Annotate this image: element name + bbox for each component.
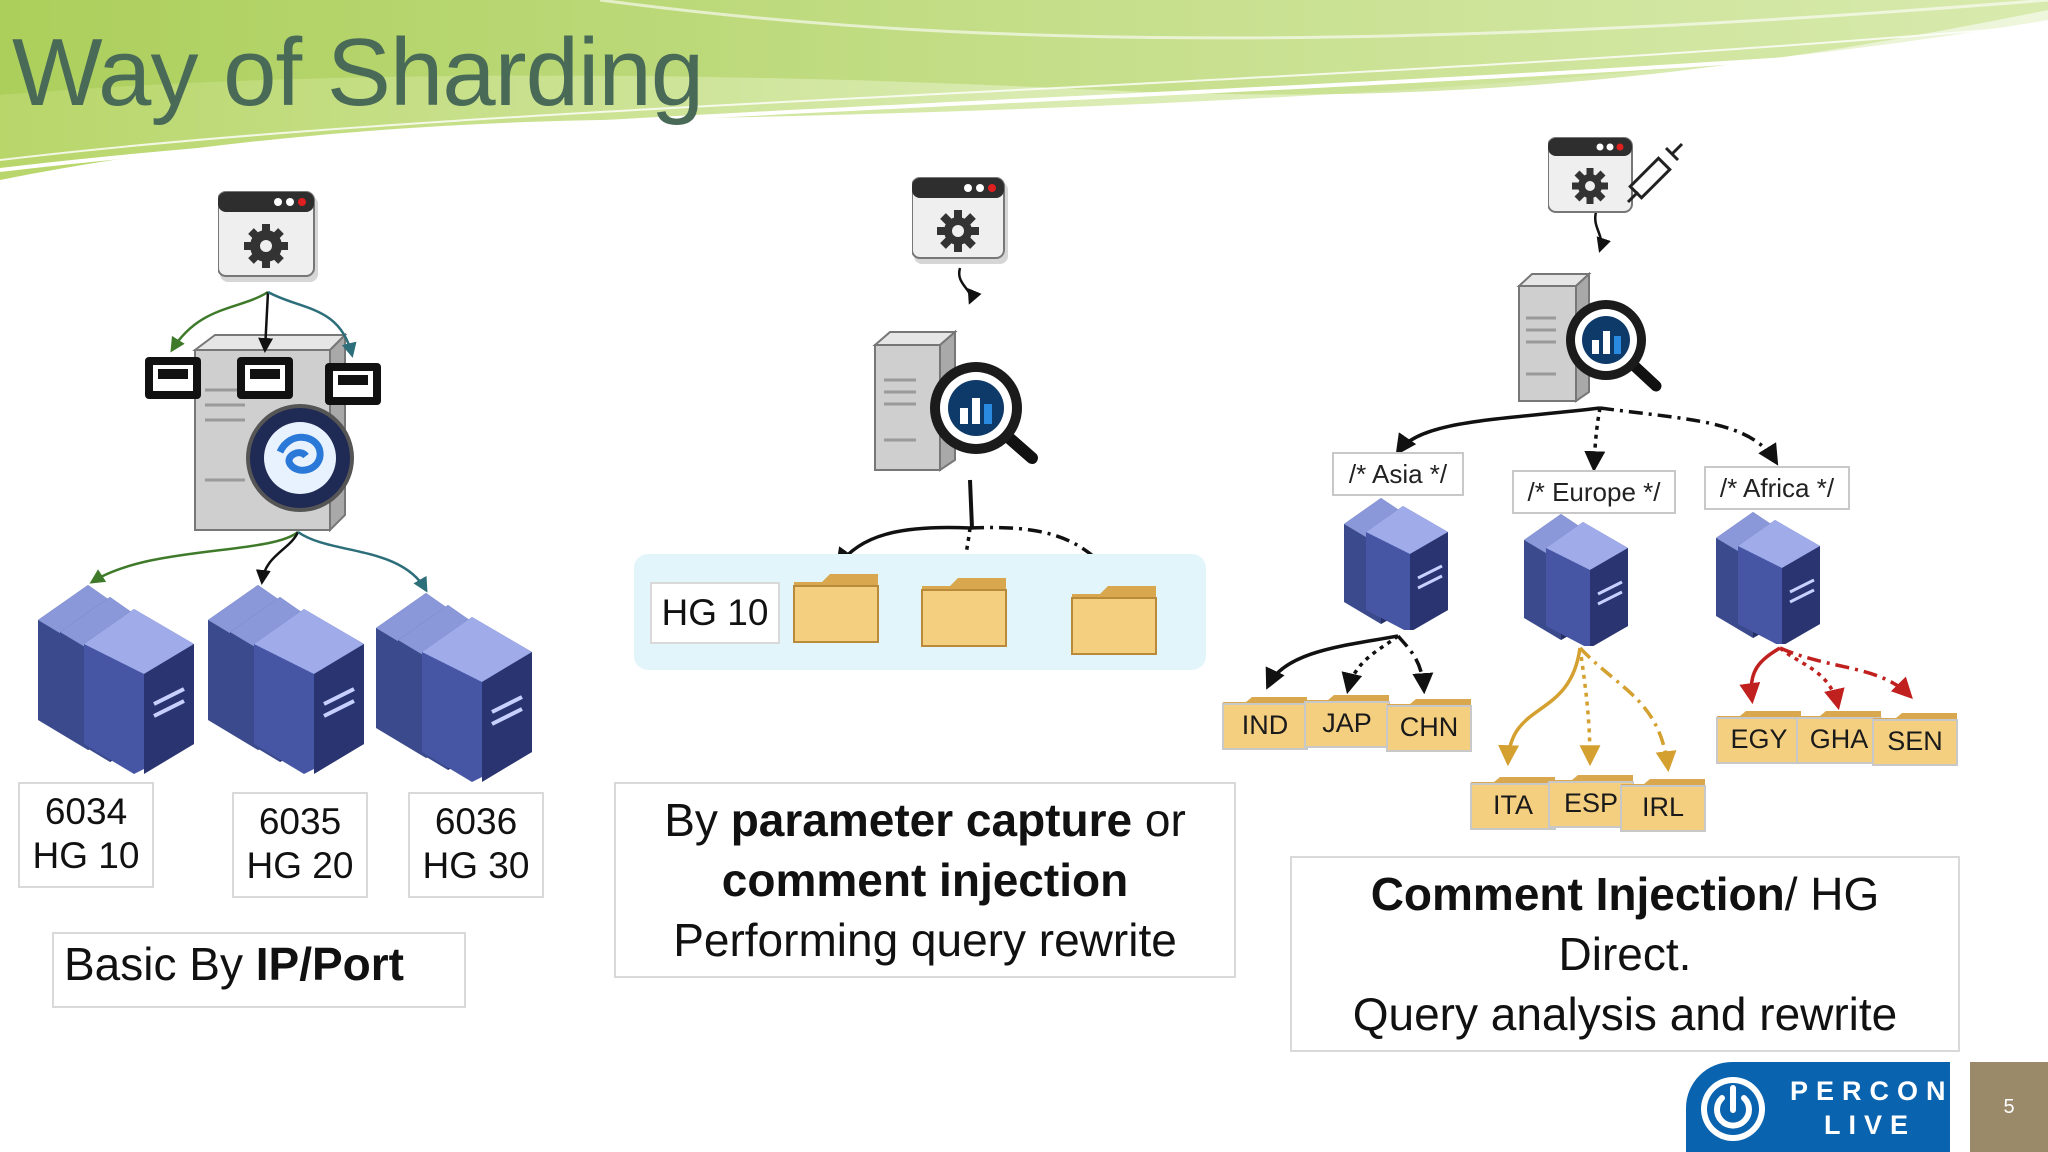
percona-live-logo: PERCONA LIVE: [1686, 1062, 1973, 1152]
port-number: 6035: [258, 801, 342, 842]
left-caption: Basic By IP/Port: [52, 932, 466, 1008]
country-code: GHA: [1809, 724, 1869, 754]
ethernet-port-icon: [237, 357, 293, 399]
ethernet-port-icon: [145, 357, 201, 399]
caption-bold: comment injection: [721, 854, 1129, 906]
folder-tag-esp: ESP: [1548, 774, 1634, 828]
page-number: 5: [1970, 1062, 2048, 1152]
caption-text: or: [1132, 794, 1186, 846]
ethernet-port-icon: [325, 363, 381, 405]
country-code: EGY: [1730, 724, 1788, 754]
gear-window-icon: [1548, 137, 1633, 213]
port-number: 6034: [44, 791, 128, 832]
folder-icon: [1304, 695, 1390, 748]
folder-tag-ita: ITA: [1470, 776, 1556, 830]
database-server-icon: [1344, 498, 1448, 630]
country-code: IND: [1241, 710, 1289, 740]
folder-icon: [1796, 711, 1882, 764]
port-box-6034: 6034 HG 10: [18, 782, 154, 888]
country-code: CHN: [1399, 712, 1459, 742]
middle-caption: By parameter capture or comment injectio…: [614, 782, 1236, 978]
folder-icon: [1716, 711, 1802, 764]
folder-tag-egy: EGY: [1716, 710, 1802, 764]
folder-icon: [1872, 713, 1958, 766]
folder-icon: [1470, 777, 1556, 830]
folder-tag-ind: IND: [1222, 696, 1308, 750]
country-code: SEN: [1887, 726, 1943, 756]
caption-text: Basic By: [64, 938, 256, 990]
hostgroup-label: HG 10: [32, 835, 140, 876]
hostgroup-label: HG 10: [650, 582, 780, 644]
gear-window-icon: [912, 177, 1008, 264]
hostgroup-label: HG 20: [246, 845, 354, 886]
magnifier-server-icon: [872, 329, 1038, 472]
folder-icon: [1548, 775, 1634, 828]
right-caption: Comment Injection/ HG Direct. Query anal…: [1290, 856, 1960, 1052]
logo-line2: LIVE: [1824, 1110, 1917, 1140]
proxysql-server-icon: [192, 332, 354, 533]
comment-tag-asia: /* Asia */: [1332, 452, 1464, 496]
folder-icon: [793, 574, 879, 643]
folder-icon: [1386, 699, 1472, 752]
database-server-icon: [1524, 514, 1628, 646]
caption-text: Direct.: [1558, 928, 1692, 980]
power-icon: [1701, 1077, 1765, 1141]
caption-bold: IP/Port: [255, 938, 404, 990]
comment-tag-europe: /* Europe */: [1512, 470, 1676, 514]
folder-tag-sen: SEN: [1872, 712, 1958, 766]
hostgroup-label: HG 30: [422, 845, 530, 886]
caption-text: Query analysis and rewrite: [1352, 988, 1898, 1040]
caption-bold: parameter capture: [730, 794, 1133, 846]
caption-bold: Comment Injection: [1370, 868, 1785, 920]
syringe-icon: [1626, 142, 1684, 204]
country-code: ITA: [1493, 790, 1533, 820]
logo-line1: PERCONA: [1790, 1076, 1982, 1106]
database-server-icon: [38, 585, 194, 774]
slide-title: Way of Sharding: [12, 19, 704, 126]
country-code: ESP: [1563, 788, 1619, 818]
magnifier-server-icon: [1516, 271, 1662, 403]
comment-tag-africa: /* Africa */: [1704, 466, 1850, 510]
database-server-icon: [1716, 512, 1820, 644]
folder-icon: [1620, 779, 1706, 832]
folder-tag-jap: JAP: [1304, 694, 1390, 748]
database-server-icon: [376, 593, 532, 782]
caption-text: By: [664, 794, 731, 846]
port-box-6036: 6036 HG 30: [408, 792, 544, 898]
folder-tag-chn: CHN: [1386, 698, 1472, 752]
caption-text: / HG: [1784, 868, 1880, 920]
country-code: IRL: [1641, 792, 1685, 822]
folder-icon: [1071, 586, 1157, 655]
caption-text: Performing query rewrite: [673, 914, 1177, 966]
database-server-icon: [208, 585, 364, 774]
country-code: JAP: [1322, 708, 1372, 738]
port-box-6035: 6035 HG 20: [232, 792, 368, 898]
folder-tag-gha: GHA: [1796, 710, 1882, 764]
folder-icon: [921, 578, 1007, 647]
port-number: 6036: [434, 801, 518, 842]
folder-tag-irl: IRL: [1620, 778, 1706, 832]
gear-window-icon: [218, 191, 318, 282]
